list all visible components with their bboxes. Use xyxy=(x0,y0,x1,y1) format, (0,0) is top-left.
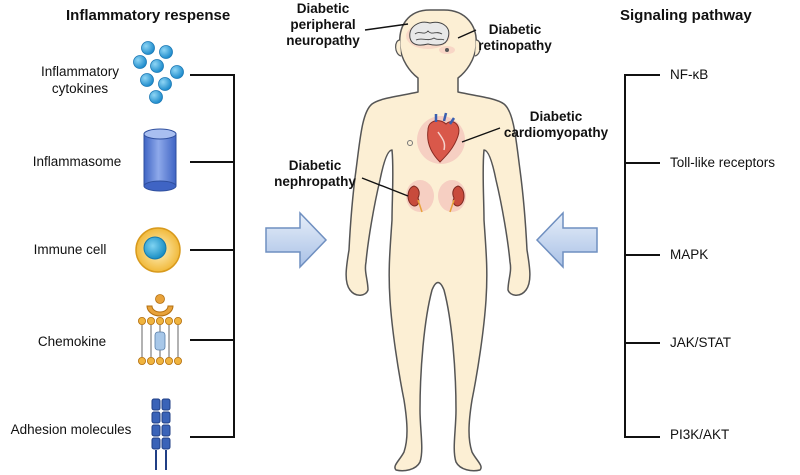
chest-mark xyxy=(407,140,413,146)
signaling-pathway-heading: Signaling pathway xyxy=(620,7,752,24)
label-line: Inflammatory xyxy=(40,64,120,79)
label-line: cytokines xyxy=(51,81,109,96)
label-line: peripheral xyxy=(290,17,356,32)
label-line: Diabetic xyxy=(529,109,583,124)
human-body xyxy=(345,9,531,472)
left-item-inflammatory-cytokines: Inflammatory cytokines xyxy=(20,63,140,97)
chemokine-receptor-icon xyxy=(137,294,182,365)
eye-icon xyxy=(439,46,455,54)
left-item-inflammasome: Inflammasome xyxy=(32,154,122,169)
pathway-toll-like-receptors: Toll-like receptors xyxy=(670,155,776,170)
heart-icon xyxy=(417,112,465,164)
label-nephropathy: Diabetic nephropathy xyxy=(266,158,364,190)
label-line: retinopathy xyxy=(478,38,552,53)
cylinder-icon xyxy=(143,128,177,192)
label-retinopathy: Diabetic retinopathy xyxy=(470,22,560,54)
kidneys-icon xyxy=(406,180,466,213)
pathway-jak-stat: JAK/STAT xyxy=(670,335,732,350)
organ-pointer-lines xyxy=(361,23,501,197)
label-line: cardiomyopathy xyxy=(503,125,609,140)
label-cardiomyopathy: Diabetic cardiomyopathy xyxy=(497,109,615,141)
label-peripheral-neuropathy: Diabetic peripheral neuropathy xyxy=(275,1,371,49)
label-line: nephropathy xyxy=(274,174,356,189)
label-line: neuropathy xyxy=(286,33,360,48)
left-item-adhesion-molecules: Adhesion molecules xyxy=(10,422,132,437)
label-line: Diabetic xyxy=(288,158,342,173)
inflammatory-response-heading: Inflammatory respense xyxy=(66,7,231,24)
right-bracket xyxy=(624,74,660,438)
left-arrow xyxy=(265,211,328,269)
left-bracket xyxy=(190,74,235,438)
label-line: Diabetic xyxy=(296,1,350,16)
left-item-immune-cell: Immune cell xyxy=(33,242,107,257)
pathway-mapk: MAPK xyxy=(670,247,709,262)
cytokine-dots-icon xyxy=(133,41,184,104)
cell-icon xyxy=(135,227,181,273)
pathway-nfkb: NF-κB xyxy=(670,67,709,82)
pathway-pi3k-akt: PI3K/AKT xyxy=(670,427,730,442)
left-item-chemokine: Chemokine xyxy=(37,334,107,349)
adhesion-molecule-icon xyxy=(151,398,171,470)
brain-icon xyxy=(406,21,450,49)
right-arrow xyxy=(535,211,598,269)
label-line: Diabetic xyxy=(488,22,542,37)
